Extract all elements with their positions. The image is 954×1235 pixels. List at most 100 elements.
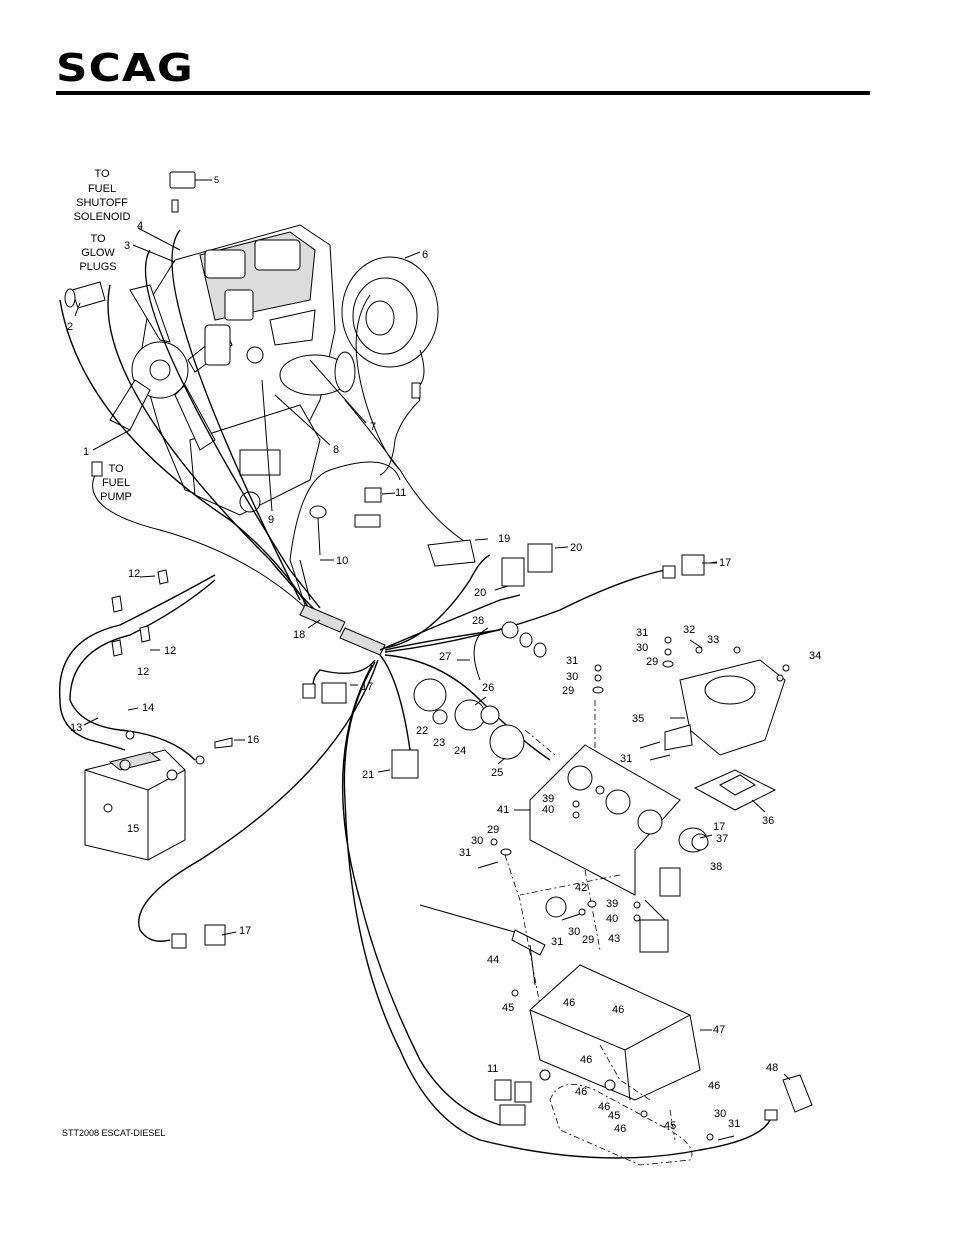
callout: 12 (128, 568, 140, 580)
callout: 45 (502, 1002, 514, 1014)
bracket-35 (664, 724, 693, 751)
callout: 47 (713, 1024, 725, 1036)
callout: 46 (708, 1080, 720, 1092)
callout: 14 (142, 702, 154, 714)
dash-panel-41 (529, 744, 681, 896)
callout: 37 (716, 833, 728, 845)
callout: 17 (719, 557, 731, 569)
callout: 30 (566, 671, 578, 683)
callout: 38 (710, 861, 722, 873)
svg-text:GLOW: GLOW (81, 247, 115, 259)
ground-eyelet-10 (309, 505, 327, 556)
callout: 29 (646, 656, 658, 668)
note-glow-plugs: TO GLOW PLUGS (79, 233, 116, 273)
callout: 31 (728, 1118, 740, 1130)
key-switch-38 (678, 827, 709, 853)
callout: 9 (268, 514, 274, 526)
outline-plate (549, 1083, 693, 1166)
callout: 8 (333, 444, 339, 456)
callout: 17 (361, 681, 373, 693)
callout: 17 (713, 821, 725, 833)
callout: 22 (416, 725, 428, 737)
callout: 15 (127, 823, 139, 835)
throttle-44 (419, 896, 567, 986)
callout: 48 (766, 1062, 778, 1074)
callout: 10 (336, 555, 348, 567)
seat-switches-17 (171, 554, 705, 949)
callout: 24 (454, 745, 466, 757)
dash-dot-guides (504, 700, 676, 1141)
callout: 30 (636, 642, 648, 654)
svg-text:SHUTOFF: SHUTOFF (76, 197, 128, 209)
connectors-11-top (354, 487, 382, 528)
fuel-filter (64, 281, 106, 309)
svg-text:TO: TO (108, 463, 124, 475)
callout: 4 (137, 220, 143, 232)
callout: 46 (575, 1086, 587, 1098)
callout: 31 (566, 655, 578, 667)
callout: 45 (608, 1110, 620, 1122)
svg-text:TO: TO (90, 233, 106, 245)
callout: 7 (370, 421, 376, 433)
fasteners (477, 636, 790, 1141)
scag-logo: SCAG (56, 46, 194, 90)
battery-cables (58, 574, 233, 765)
plate-36 (693, 769, 777, 811)
callout: 12 (137, 666, 149, 678)
leader-lines (74, 179, 791, 1081)
callout: 5 (214, 175, 219, 185)
battery (84, 749, 186, 861)
note-fuel-pump: TO FUEL PUMP (100, 463, 132, 503)
callout: 11 (487, 1063, 498, 1075)
wire-harness (59, 229, 771, 1159)
callout: 12 (164, 645, 176, 657)
callout: 18 (293, 629, 305, 641)
svg-text:TO: TO (94, 168, 110, 180)
callout: 20 (570, 542, 582, 554)
callout: 20 (474, 587, 486, 599)
callout: 11 (395, 487, 406, 499)
callout: 39 (542, 793, 554, 805)
relays-11-bottom (494, 1079, 532, 1126)
cable-clips-12 (111, 569, 169, 657)
callout: 6 (422, 249, 428, 261)
callout-labels: 1 2 3 4 5 6 7 8 9 10 11 11 12 12 12 13 1… (67, 175, 821, 1135)
callout: 34 (809, 650, 821, 662)
connector-19 (427, 539, 476, 567)
connector-48 (764, 1074, 813, 1121)
callout: 23 (433, 737, 445, 749)
svg-text:PLUGS: PLUGS (79, 261, 116, 273)
callout: 46 (598, 1101, 610, 1113)
callout: 31 (459, 847, 471, 859)
callout: 45 (664, 1120, 676, 1132)
callout: 26 (482, 682, 494, 694)
callout: 44 (487, 954, 499, 966)
callout: 29 (562, 685, 574, 697)
callout: 28 (472, 615, 484, 627)
callout: 29 (582, 934, 594, 946)
callout: 30 (471, 835, 483, 847)
callout: 1 (83, 446, 89, 458)
callout: 31 (620, 753, 632, 765)
callout: 36 (762, 815, 774, 827)
callout: 39 (606, 898, 618, 910)
callout: 3 (124, 240, 130, 252)
callout: 25 (491, 767, 503, 779)
drawing-number: STT2008 ESCAT-DIESEL (62, 1128, 166, 1138)
svg-text:PUMP: PUMP (100, 491, 132, 503)
callout: 32 (683, 624, 695, 636)
relays-20 (501, 543, 553, 587)
callout: 29 (487, 824, 499, 836)
console-box-47 (529, 964, 701, 1101)
callout: 40 (542, 804, 554, 816)
callout: 33 (707, 634, 719, 646)
callout: 42 (575, 882, 587, 894)
relay-21 (391, 749, 419, 779)
callout: 21 (362, 769, 374, 781)
callout: 16 (247, 734, 259, 746)
connector-5 (169, 171, 196, 213)
svg-text:FUEL: FUEL (102, 477, 130, 489)
callout: 31 (551, 936, 563, 948)
svg-text:SOLENOID: SOLENOID (74, 211, 131, 223)
callout: 17 (239, 925, 251, 937)
